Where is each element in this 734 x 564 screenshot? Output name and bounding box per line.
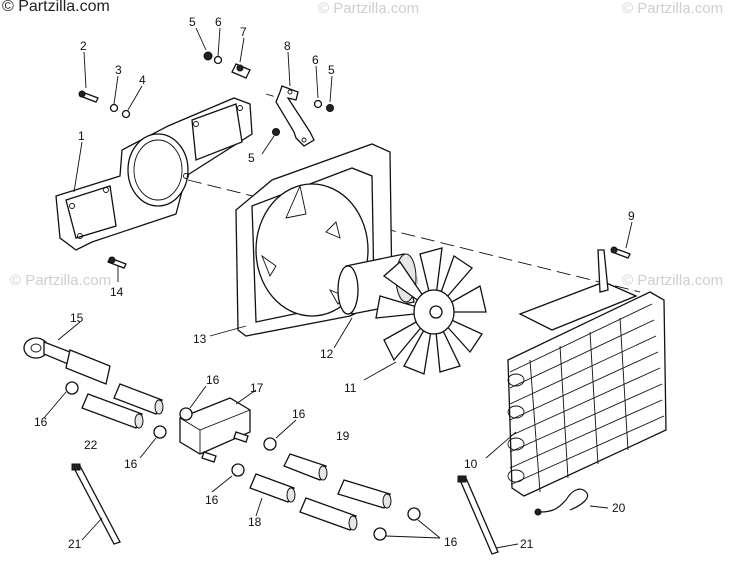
mounting-plate — [55, 97, 253, 251]
callout-11: 11 — [344, 381, 357, 395]
callout-1: 1 — [78, 129, 85, 143]
clamp-16-f — [407, 507, 421, 521]
cooler-mount-bracket — [518, 281, 638, 331]
callout-16-c: 16 — [124, 457, 138, 471]
clamp-16-a — [65, 381, 79, 395]
callout-2: 2 — [80, 39, 87, 53]
callout-16-a: 16 — [206, 373, 220, 387]
hose-right-lower — [299, 497, 358, 531]
callout-8: 8 — [284, 39, 291, 53]
callout-16-d: 16 — [292, 407, 306, 421]
callout-21-left: 21 — [68, 537, 82, 551]
nut-5-right — [326, 104, 334, 112]
callout-5-right: 5 — [328, 63, 335, 77]
callout-4: 4 — [139, 73, 146, 87]
screw-2 — [78, 90, 99, 103]
callout-5-upper: 5 — [189, 15, 196, 29]
callout-13: 13 — [193, 332, 207, 346]
stud-7 — [231, 63, 251, 79]
callout-16-f: 16 — [444, 535, 458, 549]
junction-block-17 — [179, 397, 251, 463]
temp-sensor-20 — [534, 488, 589, 516]
fan-11 — [375, 247, 487, 375]
callout-6-upper: 6 — [215, 15, 222, 29]
hose-22 — [81, 393, 144, 429]
bracket-8 — [275, 85, 315, 147]
assembly-centerline — [187, 179, 641, 293]
nut-5-upper — [203, 51, 213, 61]
watermark-top-center: © Partzilla.com — [318, 0, 420, 17]
callout-17: 17 — [250, 381, 264, 395]
clamp-16-d — [263, 437, 277, 451]
clamp-16-e — [231, 463, 245, 477]
callout-3: 3 — [115, 63, 122, 77]
callout-6-right: 6 — [312, 53, 319, 67]
callout-labels: 2 3 4 1 5 6 7 8 6 5 5 9 13 14 15 12 11 1… — [34, 15, 635, 551]
callout-14: 14 — [110, 285, 124, 299]
washer-6-upper — [213, 55, 223, 65]
callout-22: 22 — [84, 438, 98, 452]
screw-14 — [107, 256, 127, 269]
clamp-16-b — [179, 407, 193, 421]
callout-19: 19 — [336, 429, 350, 443]
washer-4 — [121, 109, 131, 119]
fitting-15 — [23, 337, 111, 385]
hose-upper — [113, 383, 164, 415]
screw-9 — [610, 246, 631, 259]
callout-10: 10 — [464, 457, 478, 471]
watermark-right: © Partzilla.com — [622, 272, 724, 289]
watermark-top-right: © Partzilla.com — [622, 0, 724, 17]
callout-7: 7 — [240, 25, 247, 39]
callout-21-right: 21 — [520, 537, 534, 551]
hose-19 — [283, 453, 328, 481]
hose-right-upper — [337, 479, 392, 509]
callout-16-b: 16 — [34, 415, 48, 429]
leader-lines — [43, 27, 633, 549]
callout-20: 20 — [612, 501, 626, 515]
cable-tie-21-right — [457, 475, 499, 555]
cable-tie-21-left — [71, 463, 121, 545]
watermark-primary: © Partzilla.com — [2, 0, 110, 15]
callout-15: 15 — [70, 311, 84, 325]
watermark-left: © Partzilla.com — [10, 272, 112, 289]
callout-18: 18 — [248, 515, 262, 529]
callout-12: 12 — [320, 347, 334, 361]
washer-6-right — [313, 99, 323, 109]
clamp-16-c — [153, 425, 167, 439]
nut-5-lower — [272, 128, 280, 136]
lock-washer-3 — [109, 103, 119, 113]
clamp-16-g — [373, 527, 387, 541]
hose-18 — [249, 473, 296, 503]
callout-9: 9 — [628, 209, 635, 223]
callout-16-e: 16 — [205, 493, 219, 507]
oil-cooler-10 — [507, 249, 667, 497]
callout-5-lower: 5 — [248, 151, 255, 165]
